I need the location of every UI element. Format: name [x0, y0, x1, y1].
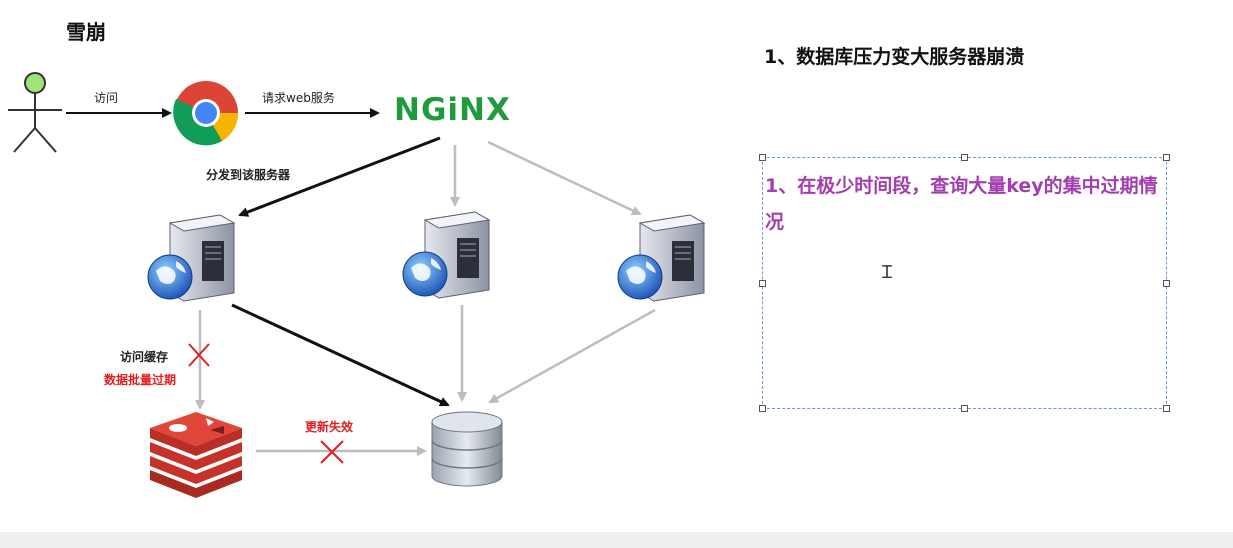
- label-access-cache: 访问缓存: [120, 350, 169, 364]
- fail-mark-cache: [188, 343, 210, 367]
- resize-handle-tr[interactable]: [1163, 154, 1170, 161]
- resize-handle-left[interactable]: [759, 280, 766, 287]
- server-icon: [617, 214, 706, 302]
- arrow-server3-to-db: [488, 308, 656, 404]
- resize-handle-tl[interactable]: [759, 154, 766, 161]
- fail-mark-update: [320, 440, 344, 464]
- resize-handle-top[interactable]: [961, 154, 968, 161]
- bottom-bar: [0, 532, 1233, 548]
- chrome-icon: [173, 81, 239, 146]
- diagram-title: 雪崩: [66, 20, 106, 44]
- nginx-logo: NGiNX: [394, 92, 511, 128]
- text-box-content[interactable]: 1、在极少时间段，查询大量key的集中过期情况: [765, 175, 1158, 233]
- database-icon: [431, 411, 503, 487]
- label-dispatch: 分发到该服务器: [206, 168, 291, 182]
- arrow-server1-to-db: [231, 303, 450, 407]
- server-icon: [402, 211, 491, 299]
- arrow-nginx-to-server3: [487, 140, 642, 216]
- resize-handle-bottom[interactable]: [961, 405, 968, 412]
- arrow-nginx-to-server1: [238, 136, 441, 217]
- user-icon: [8, 72, 62, 153]
- redis-icon: [150, 412, 242, 498]
- editable-text-box[interactable]: 1、在极少时间段，查询大量key的集中过期情况: [759, 154, 1170, 412]
- slide-heading: 1、数据库压力变大服务器崩溃: [764, 46, 1025, 68]
- text-cursor-icon: Ɪ: [882, 262, 893, 283]
- resize-handle-bl[interactable]: [759, 405, 766, 412]
- server-icon: [147, 214, 236, 302]
- label-visit: 访问: [94, 91, 119, 105]
- label-request: 请求web服务: [262, 91, 335, 105]
- resize-handle-right[interactable]: [1163, 280, 1170, 287]
- label-batch-expire: 数据批量过期: [104, 373, 177, 387]
- resize-handle-br[interactable]: [1163, 405, 1170, 412]
- label-update-fail: 更新失效: [305, 420, 354, 434]
